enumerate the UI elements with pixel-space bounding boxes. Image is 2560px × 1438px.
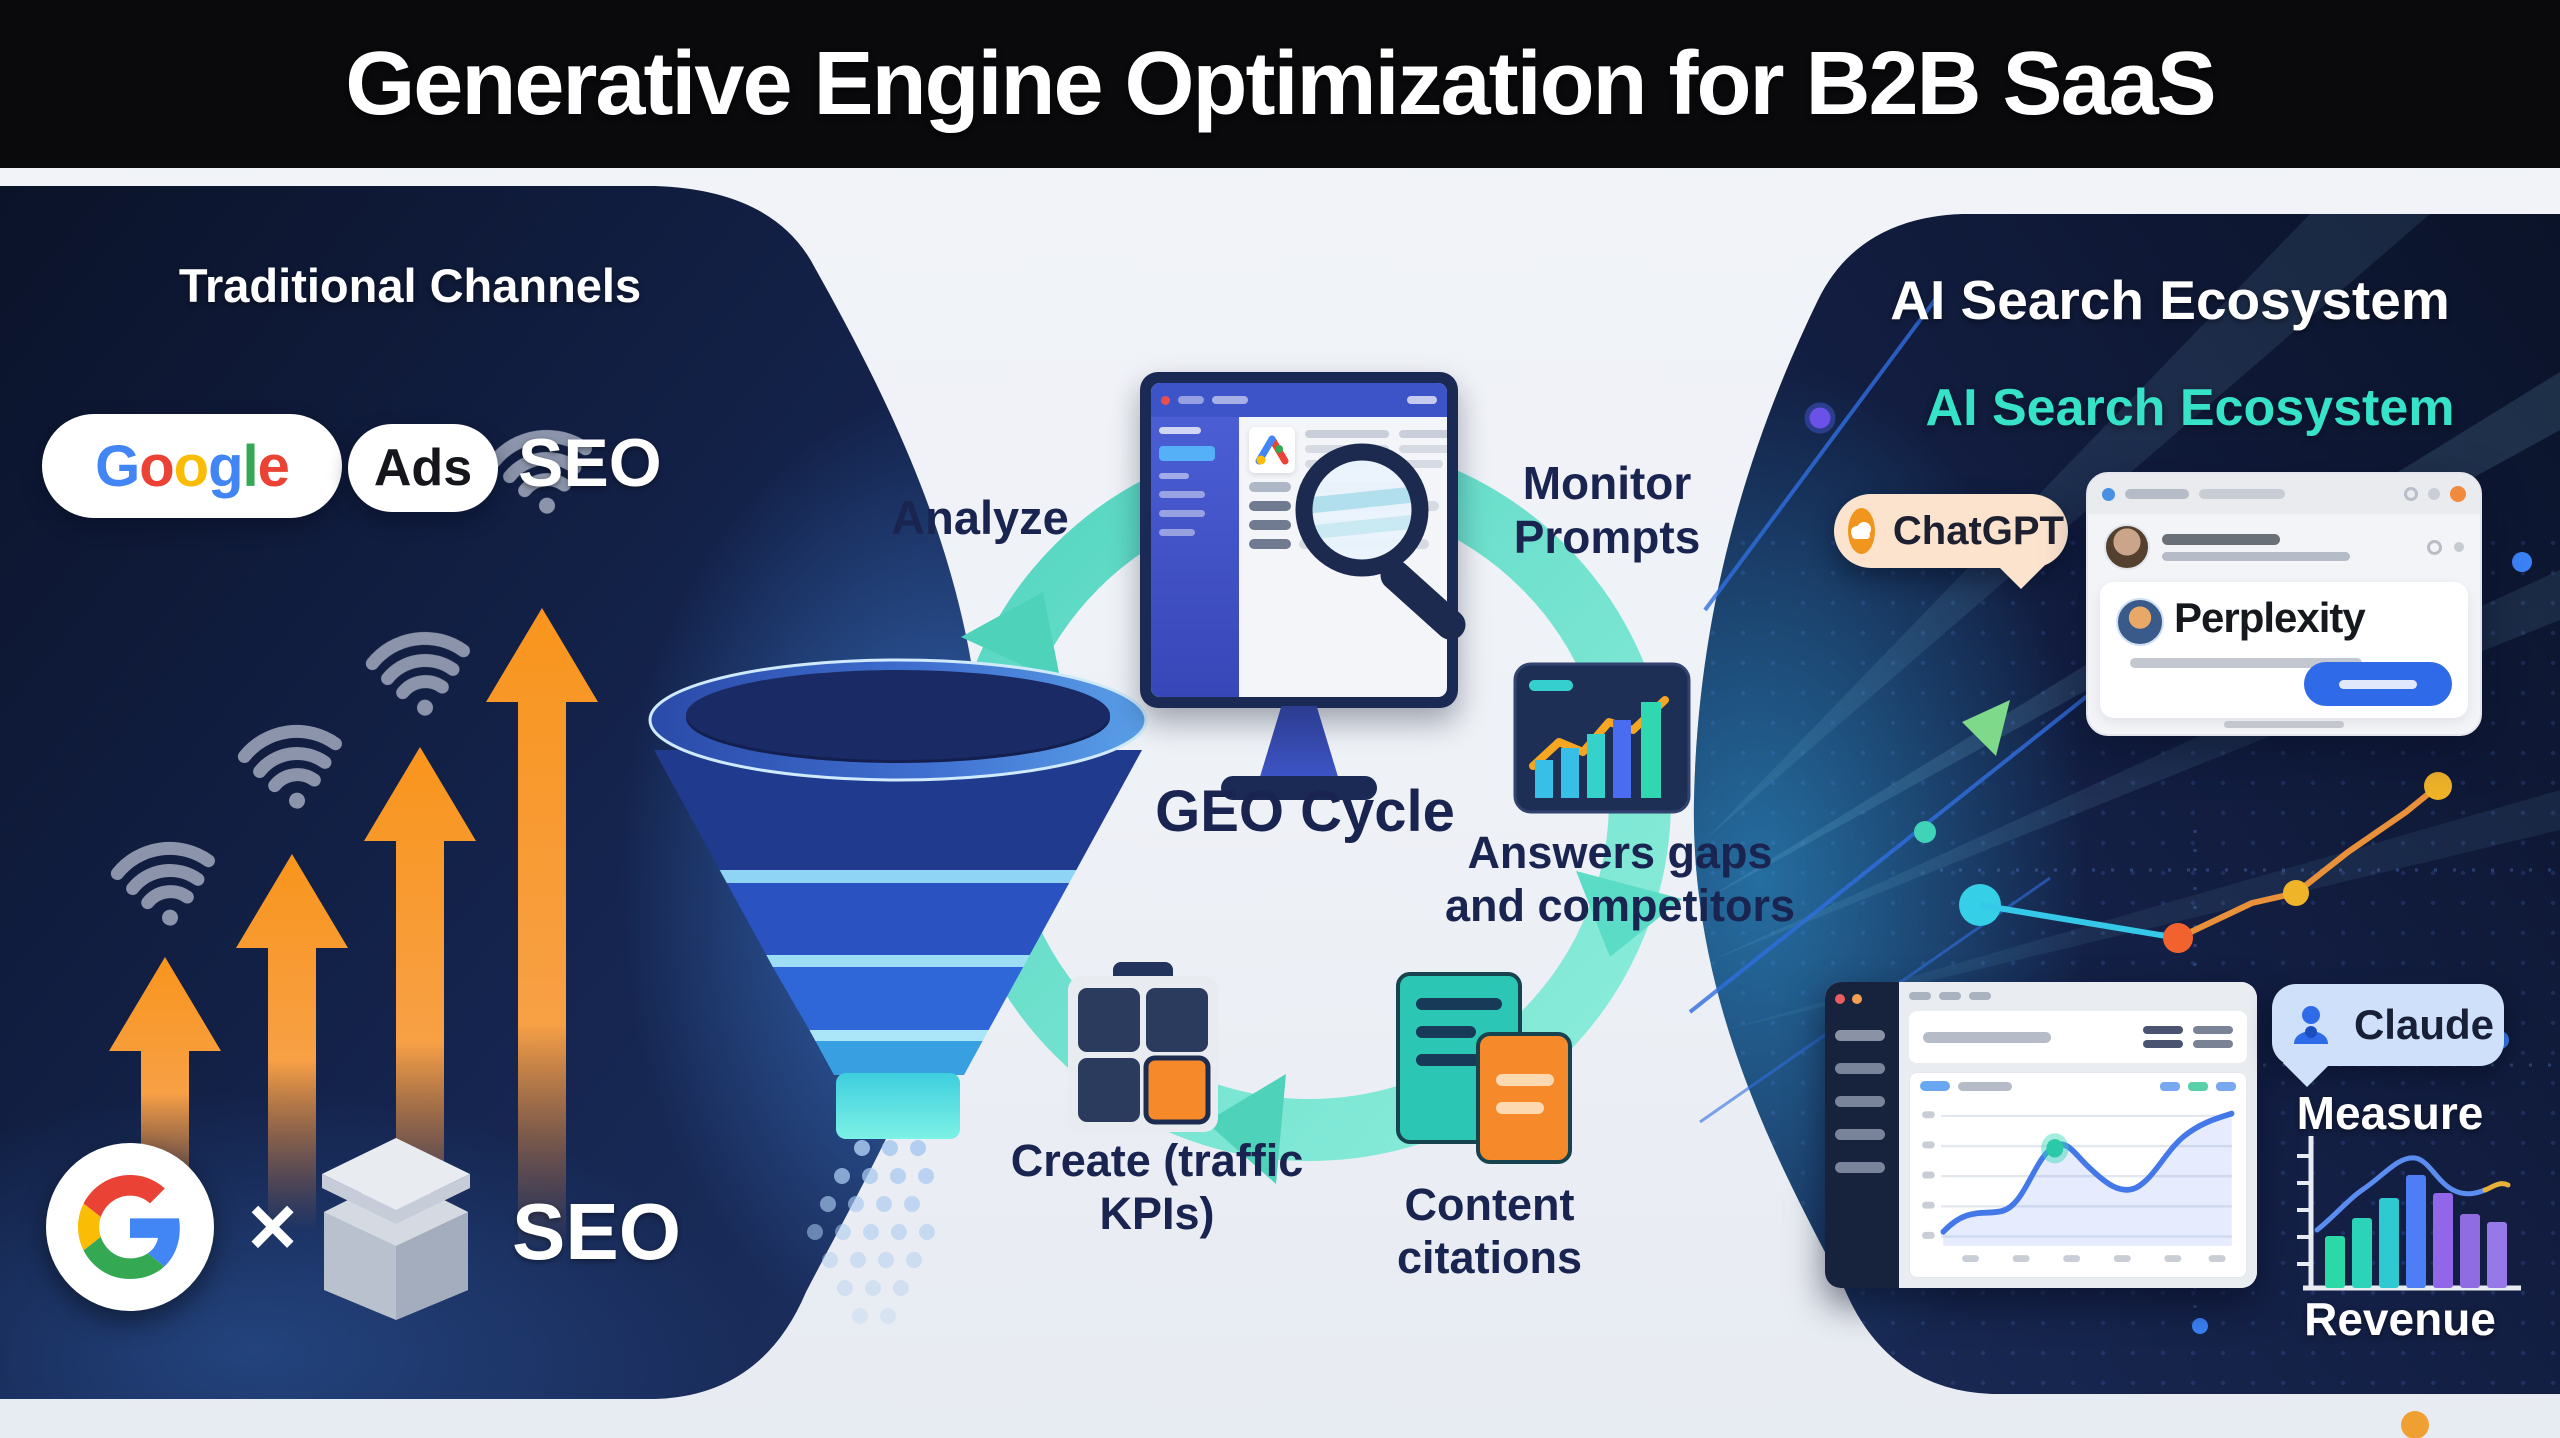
node-orange [2163, 923, 2193, 953]
perplexity-avatar [2116, 598, 2164, 646]
perplexity-card: Perplexity [2100, 582, 2468, 718]
monitor-stand [1259, 706, 1339, 780]
wifi-icon [110, 429, 592, 926]
window-button [2428, 488, 2440, 500]
sidebar-active-item [1159, 446, 1215, 461]
node-yellow-2 [2424, 772, 2452, 800]
right-panel-heading: AI Search Ecosystem [1890, 269, 2450, 331]
dashboard-chart-card [1909, 1072, 2247, 1278]
chatgpt-icon [1848, 508, 1875, 554]
google-g-circle [46, 1143, 214, 1311]
user-avatar [2104, 524, 2150, 570]
step-label-content-citations: Content citations [1396, 1179, 1583, 1284]
window-close-button [2450, 486, 2466, 502]
up-arrow [364, 747, 476, 1250]
monitor-base [1221, 776, 1377, 800]
analytics-chart-icon [1513, 662, 1691, 814]
claude-icon [2286, 1000, 2336, 1050]
step-label-create: Create (traffic KPIs) [1010, 1135, 1304, 1240]
magnifying-glass-icon [1295, 443, 1466, 640]
window-resize-handle [2224, 721, 2344, 728]
growth-arrows [109, 429, 598, 1258]
geo-cycle-title: GEO Cycle [1155, 779, 1455, 844]
revenue-bar-chart [2297, 1136, 2521, 1291]
google-g-icon [78, 1175, 180, 1279]
perplexity-title: Perplexity [2174, 594, 2366, 641]
up-arrow [236, 854, 348, 1240]
record-dot [1161, 395, 1170, 405]
cube-icon [322, 1138, 470, 1320]
google-wordmark: Google [95, 433, 290, 499]
revenue-label: Revenue [2304, 1293, 2496, 1345]
title-banner: Generative Engine Optimization for B2B S… [0, 0, 2560, 168]
chatgpt-badge: ChatGPT [1834, 494, 2068, 590]
dashboard-sidebar [1825, 982, 1899, 1288]
node-yellow-1 [2283, 880, 2309, 906]
perplexity-button [2304, 662, 2452, 706]
app-topbar [1151, 383, 1447, 417]
perplexity-window: Perplexity [2086, 472, 2482, 736]
cycle-arrowhead-down [1576, 871, 1682, 957]
ads-badge: Ads [348, 424, 498, 512]
create-grid-icon [1068, 962, 1218, 1132]
up-arrow [109, 957, 221, 1230]
measure-label: Measure [2296, 1087, 2484, 1139]
node-teal [1914, 821, 1936, 843]
ads-label: Ads [373, 439, 473, 497]
window-titlebar [2088, 474, 2480, 514]
funnel-illustration [648, 658, 1148, 1324]
content-docs-icon [1396, 972, 1572, 1164]
seo-label-top: SEO [518, 425, 662, 501]
dashboard-window [1825, 982, 2257, 1288]
claude-badge: Claude [2272, 984, 2504, 1088]
seo-label-bottom: SEO [512, 1187, 681, 1276]
step-label-analyze: Analyze [891, 491, 1069, 544]
cycle-arrowhead-left [1206, 1074, 1286, 1184]
left-panel-heading: Traditional Channels [178, 259, 642, 312]
step-label-monitor-prompts: Monitor Prompts [1513, 457, 1701, 564]
page-title: Generative Engine Optimization for B2B S… [345, 33, 2216, 134]
multiply-sign: × [248, 1179, 298, 1273]
node-purple [1804, 402, 1836, 434]
google-badge: Google [42, 414, 342, 518]
chatgpt-label: ChatGPT [1892, 508, 2064, 553]
claude-label: Claude [2353, 1001, 2494, 1048]
cycle-arrowhead-up [961, 592, 1061, 683]
window-button [2404, 487, 2418, 501]
node-green-arrow [1962, 700, 2010, 756]
funnel-droplets [807, 1140, 935, 1324]
dashboard-header [1909, 1011, 2247, 1063]
dashboard-line-chart [1922, 1110, 2235, 1263]
app-sidebar [1151, 417, 1239, 697]
right-panel-subheading: AI Search Ecosystem [1925, 379, 2455, 437]
step-label-answers-gaps: Answers gaps and competitors [1444, 827, 1796, 932]
ads-triangle-logo [1249, 427, 1295, 473]
browser-icon [2102, 487, 2115, 501]
up-arrow [486, 608, 598, 1258]
